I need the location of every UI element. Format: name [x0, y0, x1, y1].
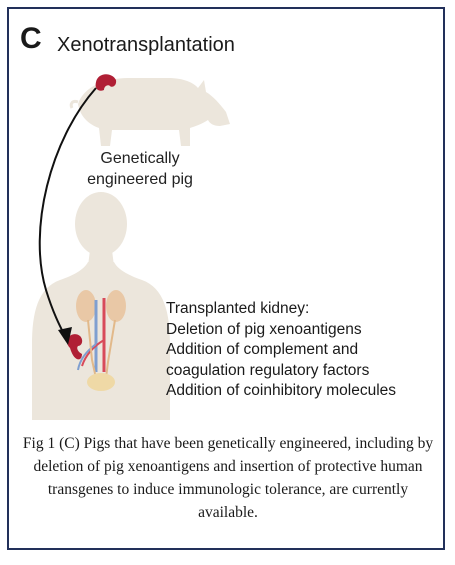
- figure-caption: Fig 1 (C) Pigs that have been geneticall…: [22, 435, 434, 521]
- pig-silhouette: [69, 78, 230, 146]
- panel-title: Xenotransplantation: [57, 34, 235, 56]
- transfer-arrow: [38, 87, 97, 345]
- pig-label: Genetically engineered pig: [70, 148, 210, 190]
- transplanted-kidney: [67, 334, 83, 360]
- pig-label-line1: Genetically: [100, 150, 180, 167]
- pig-kidney: [95, 74, 117, 91]
- kidney-info-item: Deletion of pig xenoantigens: [166, 320, 362, 338]
- kidney-info: Transplanted kidney: Deletion of pig xen…: [166, 299, 396, 402]
- urinary-anatomy: [76, 290, 126, 391]
- kidney-info-item: Addition of complement and: [166, 341, 359, 358]
- kidney-info-item: coagulation regulatory factors: [166, 361, 370, 379]
- panel-letter: C: [20, 22, 42, 55]
- pig-label-line2: engineered pig: [87, 171, 193, 188]
- kidney-info-heading: Transplanted kidney:: [166, 300, 310, 317]
- kidney-info-item: Addition of coinhibitory molecules: [166, 382, 397, 399]
